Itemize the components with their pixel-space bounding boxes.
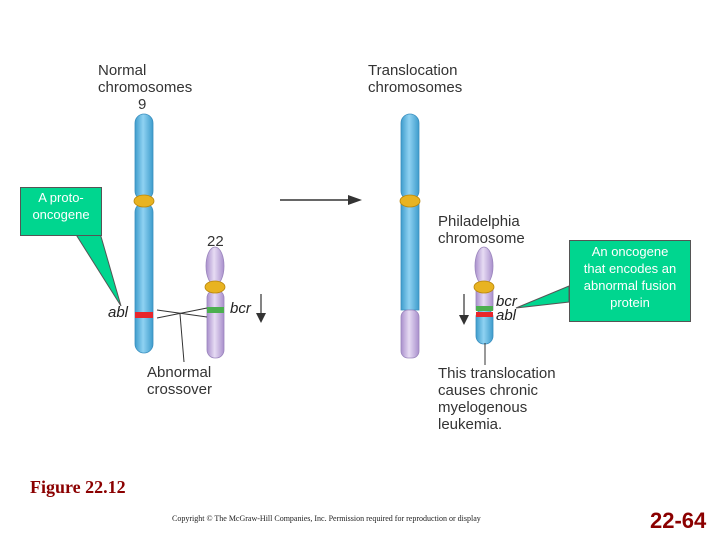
translocation-label-line1: Translocation xyxy=(368,62,458,79)
result-line4: leukemia. xyxy=(438,416,503,433)
centromere-9 xyxy=(133,194,155,208)
philadelphia-label-line1: Philadelphia xyxy=(438,213,520,230)
translocation-label-line2: chromosomes xyxy=(368,79,463,96)
proto-callout-line2: oncogene xyxy=(32,207,90,222)
onco-callout-line4: protein xyxy=(610,295,650,310)
philadelphia-label-line2: chromosome xyxy=(438,230,525,247)
chromosome-22 xyxy=(204,246,226,359)
onco-callout-line1: An oncogene xyxy=(591,244,669,259)
chromosome-9 xyxy=(133,113,155,354)
centromere-philadelphia xyxy=(473,280,495,294)
proto-oncogene-callout: A proto- oncogene xyxy=(20,187,102,236)
fused-bcr-band xyxy=(476,306,493,311)
copyright-notice: Copyright © The McGraw-Hill Companies, I… xyxy=(172,514,481,523)
abl-band xyxy=(135,312,153,318)
onco-callout-line3: abnormal fusion xyxy=(583,278,677,293)
normal-chromosomes-label: Normal chromosomes xyxy=(98,62,192,96)
fused-bcr-label: bcr xyxy=(496,293,517,310)
fused-abl-label: abl xyxy=(496,307,517,324)
philadelphia-chromosome-label: Philadelphia chromosome xyxy=(438,213,525,247)
result-line1: This translocation xyxy=(438,365,556,382)
chromosome-9-label: 9 xyxy=(138,96,147,113)
figure-caption: Figure 22.12 xyxy=(30,477,126,497)
bcr-gene-label: bcr xyxy=(230,300,251,317)
translocation-arrow xyxy=(280,195,362,205)
abnormal-crossover-label: Abnormal crossover xyxy=(147,364,212,398)
bcr-band xyxy=(207,307,224,313)
onco-callout-tail xyxy=(515,285,570,309)
bcr-down-arrow xyxy=(256,294,266,323)
onco-callout-line2: that encodes an xyxy=(583,261,677,276)
crossover-label-line2: crossover xyxy=(147,381,213,398)
fused-abl-band xyxy=(476,312,493,317)
centromere-22 xyxy=(204,280,226,294)
crossover-label-line1: Abnormal xyxy=(147,364,212,381)
normal-label-line1: Normal xyxy=(98,62,147,79)
result-description: This translocation causes chronic myelog… xyxy=(438,365,556,433)
oncogene-callout: An oncogene that encodes an abnormal fus… xyxy=(569,240,691,322)
proto-callout-line1: A proto- xyxy=(38,190,84,205)
philadelphia-down-arrow xyxy=(459,294,469,325)
philadelphia-chromosome xyxy=(473,246,495,345)
abl-gene-label: abl xyxy=(108,304,129,321)
normal-label-line2: chromosomes xyxy=(98,79,193,96)
centromere-translocated-9 xyxy=(399,194,421,208)
page-number: 22-64 xyxy=(650,508,707,533)
translocated-chromosome-9 xyxy=(399,113,421,359)
crossover-lines xyxy=(156,307,208,363)
result-line3: myelogenous xyxy=(438,399,528,416)
result-line2: causes chronic xyxy=(438,382,539,399)
proto-callout-tail xyxy=(74,232,122,307)
translocation-chromosomes-label: Translocation chromosomes xyxy=(368,62,462,96)
chromosome-22-label: 22 xyxy=(207,233,224,250)
